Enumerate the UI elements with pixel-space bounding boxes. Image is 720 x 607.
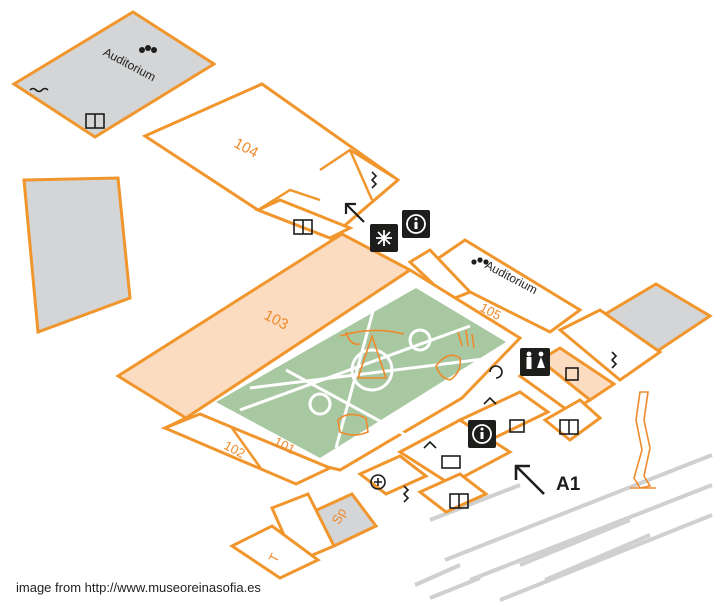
room-105-auditorium[interactable] bbox=[407, 238, 583, 334]
first-aid-icon bbox=[370, 474, 386, 490]
room-104[interactable] bbox=[141, 82, 401, 240]
entrance-label-a1[interactable]: A1 bbox=[556, 474, 581, 495]
restroom-icon[interactable] bbox=[520, 348, 550, 376]
shop-icon bbox=[509, 419, 525, 433]
rooms-101-102[interactable] bbox=[161, 412, 334, 486]
auditorium-top-block[interactable] bbox=[11, 10, 217, 139]
plaza-lines bbox=[414, 453, 713, 602]
garden-artworks bbox=[337, 329, 475, 436]
snowflake-icon bbox=[370, 224, 398, 252]
elevator-icon bbox=[85, 113, 105, 129]
image-credit: image from http://www.museoreinasofia.es bbox=[16, 580, 261, 595]
entrance-arrow-icon[interactable] bbox=[514, 464, 545, 495]
info-icon[interactable] bbox=[402, 210, 430, 238]
cloakroom-icon bbox=[423, 440, 437, 449]
central-court bbox=[160, 268, 523, 472]
accessible-restroom-icon bbox=[565, 367, 579, 381]
stairs-icon bbox=[370, 171, 378, 189]
elevator-icon bbox=[449, 493, 469, 509]
audioguide-icon bbox=[489, 365, 503, 379]
ticket-icon bbox=[441, 455, 461, 469]
elevator-icon bbox=[559, 419, 579, 435]
audience-icon bbox=[471, 257, 489, 265]
audience-icon bbox=[139, 45, 157, 53]
room-label-sp: Sp bbox=[329, 506, 350, 527]
elevator-icon bbox=[293, 219, 313, 235]
cloakroom-icon bbox=[483, 396, 497, 405]
closed-area-left bbox=[22, 176, 132, 335]
stairs-icon bbox=[610, 351, 618, 369]
sculpture bbox=[630, 391, 656, 489]
stairs-icon bbox=[29, 87, 49, 93]
stairs-icon bbox=[402, 485, 410, 503]
entrance-arrow-icon bbox=[344, 202, 365, 223]
info-icon[interactable] bbox=[468, 420, 496, 448]
